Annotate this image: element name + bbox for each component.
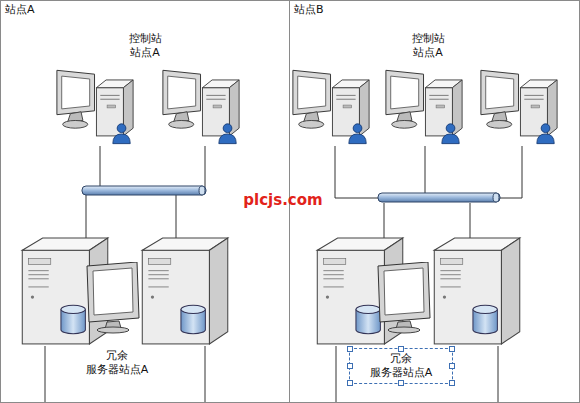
selection-handle [347, 346, 353, 352]
selection-handle [449, 363, 455, 369]
network-wire [498, 346, 499, 403]
selection-handle [449, 380, 455, 386]
bus-end [493, 193, 499, 202]
monitor-icon [378, 262, 430, 333]
bus-end [199, 186, 205, 195]
network-wire [100, 146, 101, 187]
selection-handle [398, 380, 404, 386]
server-icon [142, 238, 228, 344]
workstation-icon [293, 70, 369, 143]
network-wires [45, 146, 522, 403]
workstation-icon [386, 70, 462, 143]
network-wire [470, 203, 471, 238]
station-group-label: 控制站 站点A [412, 32, 445, 60]
selection-box: 冗余 服务器站点A [349, 348, 453, 384]
workstation-icon [163, 70, 239, 143]
network-wire [86, 195, 87, 238]
selection-handle [449, 346, 455, 352]
network-bus [82, 186, 206, 195]
network-wire [425, 146, 426, 194]
server-icon [434, 238, 520, 344]
selection-handle [347, 380, 353, 386]
network-wire [335, 146, 378, 198]
workstation-icon [57, 70, 133, 143]
monitor-icon [87, 262, 139, 333]
server-group-label: 冗余 服务器站点A [370, 352, 433, 380]
workstation-icon [481, 70, 557, 143]
site-panel: 站点B 冗余 服务器站点A [289, 0, 580, 403]
station-group-label: 控制站 站点A [129, 32, 162, 60]
network-wire [384, 203, 385, 238]
network-wire [500, 146, 522, 198]
network-wire [336, 346, 337, 403]
network-bus [378, 193, 500, 202]
network-wire [205, 346, 206, 403]
network-wire [205, 146, 206, 187]
selection-handle [347, 363, 353, 369]
site-heading: 站点B [294, 3, 324, 17]
network-wire [176, 195, 177, 238]
server-group-label: 冗余 服务器站点A [86, 349, 149, 377]
selection-handle [398, 346, 404, 352]
watermark: plcjs.com [243, 191, 322, 209]
site-heading: 站点A [5, 3, 35, 17]
network-wire [45, 346, 46, 403]
